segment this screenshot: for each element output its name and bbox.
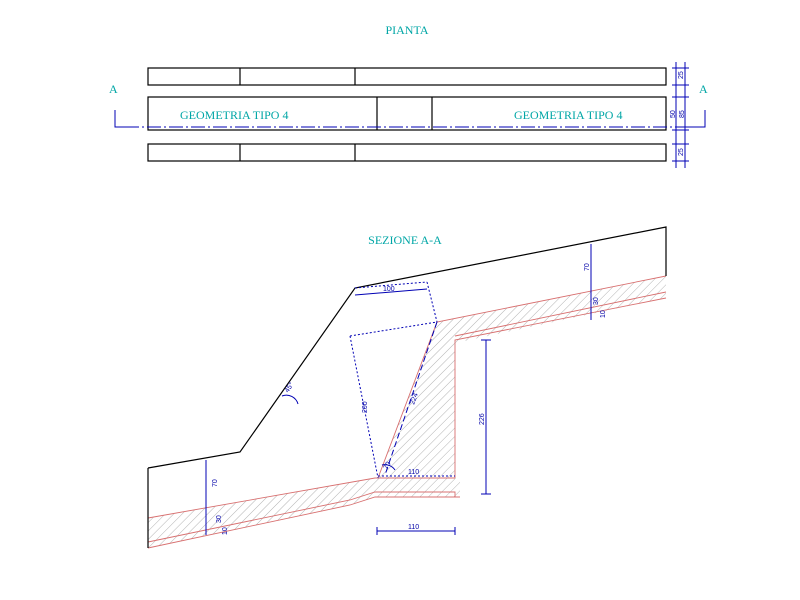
dim-plan-mid-outer: 85 (679, 110, 686, 118)
dim-left-layer: 30 (216, 515, 223, 523)
section-marker-left: A (109, 82, 135, 128)
dim-right-layer: 30 (593, 297, 600, 305)
dim-left-depth: 70 (212, 479, 219, 487)
dim-diagonal: 224 (409, 392, 420, 405)
dim-bottom-width: 110 (408, 469, 419, 476)
dim-right-layer-small: 10 (600, 310, 607, 318)
dim-wall-height: 226 (479, 413, 486, 425)
svg-text:A: A (699, 82, 708, 96)
dim-plan-top: 25 (678, 71, 685, 79)
plan-top-strip (147, 67, 667, 86)
plan-dimensions: 25 50 85 25 (670, 62, 689, 168)
plan-view: PIANTA GEOMETRIA TIPO 4 GEOMETRIA TIPO 4… (109, 23, 708, 168)
dim-left-layer-small: 10 (222, 527, 229, 535)
section-view: SEZIONE A-A 100 45° 200 (147, 226, 667, 549)
dim-top-width: 100 (383, 286, 395, 293)
dim-slope-angle: 45° (283, 381, 296, 394)
section-title: SEZIONE A-A (368, 233, 442, 247)
dim-plan-mid-inner: 50 (670, 110, 677, 118)
section-marker-right: A (685, 82, 708, 128)
plan-title: PIANTA (385, 23, 428, 37)
dim-inner-height: 200 (362, 401, 369, 413)
dim-below-width: 110 (408, 524, 419, 531)
dim-plan-bottom: 25 (678, 148, 685, 156)
wall-hatch (378, 276, 666, 478)
dim-small-angle: 70 (383, 461, 393, 471)
plan-bottom-strip (147, 143, 667, 162)
svg-text:A: A (109, 82, 118, 96)
construction-lines (349, 281, 455, 479)
lower-hatch-layer (148, 478, 460, 548)
dim-right-depth: 70 (584, 263, 591, 271)
plan-label-right: GEOMETRIA TIPO 4 (514, 108, 622, 122)
section-dimensions: 100 45° 200 224 70 110 226 70 30 10 70 3… (205, 244, 607, 535)
plan-middle-strip (147, 96, 667, 131)
plan-label-left: GEOMETRIA TIPO 4 (180, 108, 288, 122)
